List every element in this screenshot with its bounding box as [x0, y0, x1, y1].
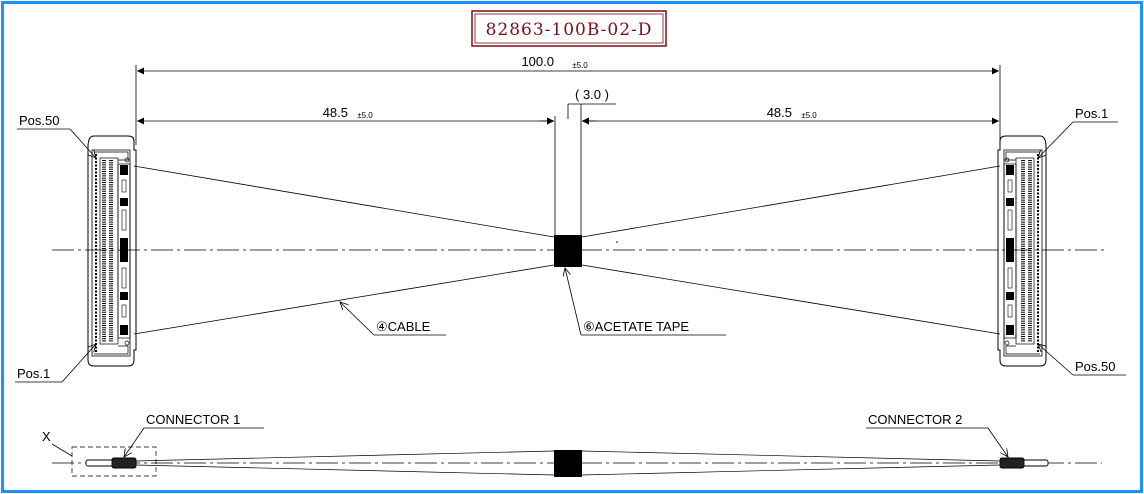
- pos1-left-callout: Pos.1: [15, 344, 96, 383]
- connector-right: [997, 135, 1047, 367]
- cable-label: ④CABLE: [376, 319, 431, 334]
- right-half-tolerance: ±5.0: [801, 111, 817, 120]
- overall-tolerance: ±5.0: [572, 61, 588, 70]
- acetate-tape-label: ⑥ACETATE TAPE: [583, 319, 689, 334]
- acetate-tape-callout: ⑥ACETATE TAPE: [565, 268, 726, 336]
- pos50-right-callout: Pos.50: [1038, 344, 1126, 376]
- dimension-tape-width: ( 3.0 ): [540, 87, 616, 125]
- dimension-overall: 100.0 ±5.0: [135, 54, 1001, 145]
- pos1-left-label: Pos.1: [17, 366, 50, 381]
- tape-width-value: ( 3.0 ): [575, 87, 609, 102]
- detail-x-label: X: [42, 429, 51, 444]
- dimension-right-half: 48.5 ±5.0: [580, 104, 999, 236]
- left-half-value: 48.5: [323, 105, 348, 120]
- pos50-left-label: Pos.50: [19, 113, 59, 128]
- pos1-right-callout: Pos.1: [1038, 106, 1118, 158]
- right-half-value: 48.5: [767, 105, 792, 120]
- pos1-right-label: Pos.1: [1075, 106, 1108, 121]
- dimension-left-half: 48.5 ±5.0: [137, 105, 556, 236]
- connector1-label: CONNECTOR 1: [146, 412, 240, 427]
- part-number: 82863-100B-02-D: [486, 20, 653, 40]
- left-half-tolerance: ±5.0: [357, 111, 373, 120]
- cable-top-view: [133, 165, 1001, 335]
- detail-x-box: [71, 446, 157, 477]
- acetate-tape-block: [554, 235, 582, 267]
- pos50-left-callout: Pos.50: [17, 113, 96, 158]
- acetate-tape-side: [554, 450, 582, 477]
- connector-left: [87, 135, 137, 367]
- connector2-label: CONNECTOR 2: [868, 412, 962, 427]
- side-view: X CONNECTOR 1 CONNECTOR 2: [42, 412, 1102, 477]
- part-number-box: 82863-100B-02-D: [471, 10, 667, 47]
- pos50-right-label: Pos.50: [1075, 359, 1115, 374]
- overall-value: 100.0: [521, 54, 554, 69]
- cable-callout: ④CABLE: [340, 302, 446, 336]
- dot-mark: [616, 241, 618, 243]
